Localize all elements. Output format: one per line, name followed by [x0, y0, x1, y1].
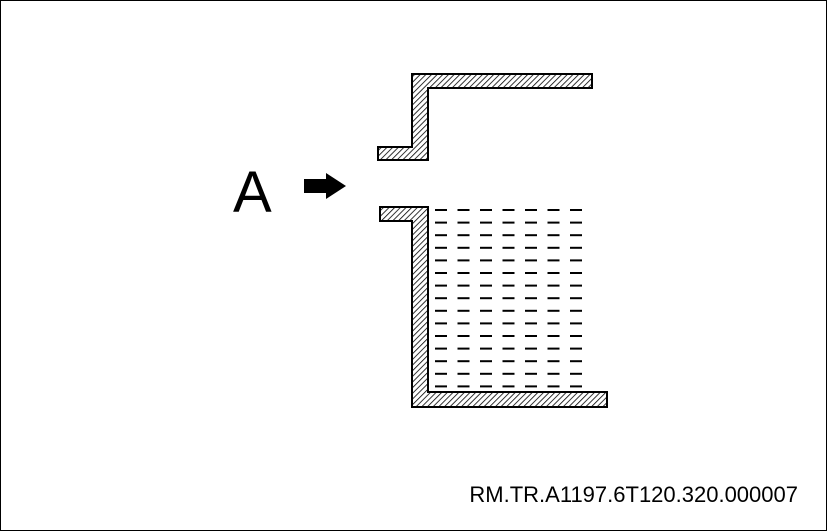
arrow-right-icon — [304, 173, 346, 199]
upper-wall — [377, 73, 593, 161]
lower-wall — [379, 206, 608, 408]
liquid-fill — [435, 209, 582, 388]
reference-code: RM.TR.A1197.6T120.320.000007 — [469, 482, 798, 507]
label-a: A — [233, 160, 272, 225]
